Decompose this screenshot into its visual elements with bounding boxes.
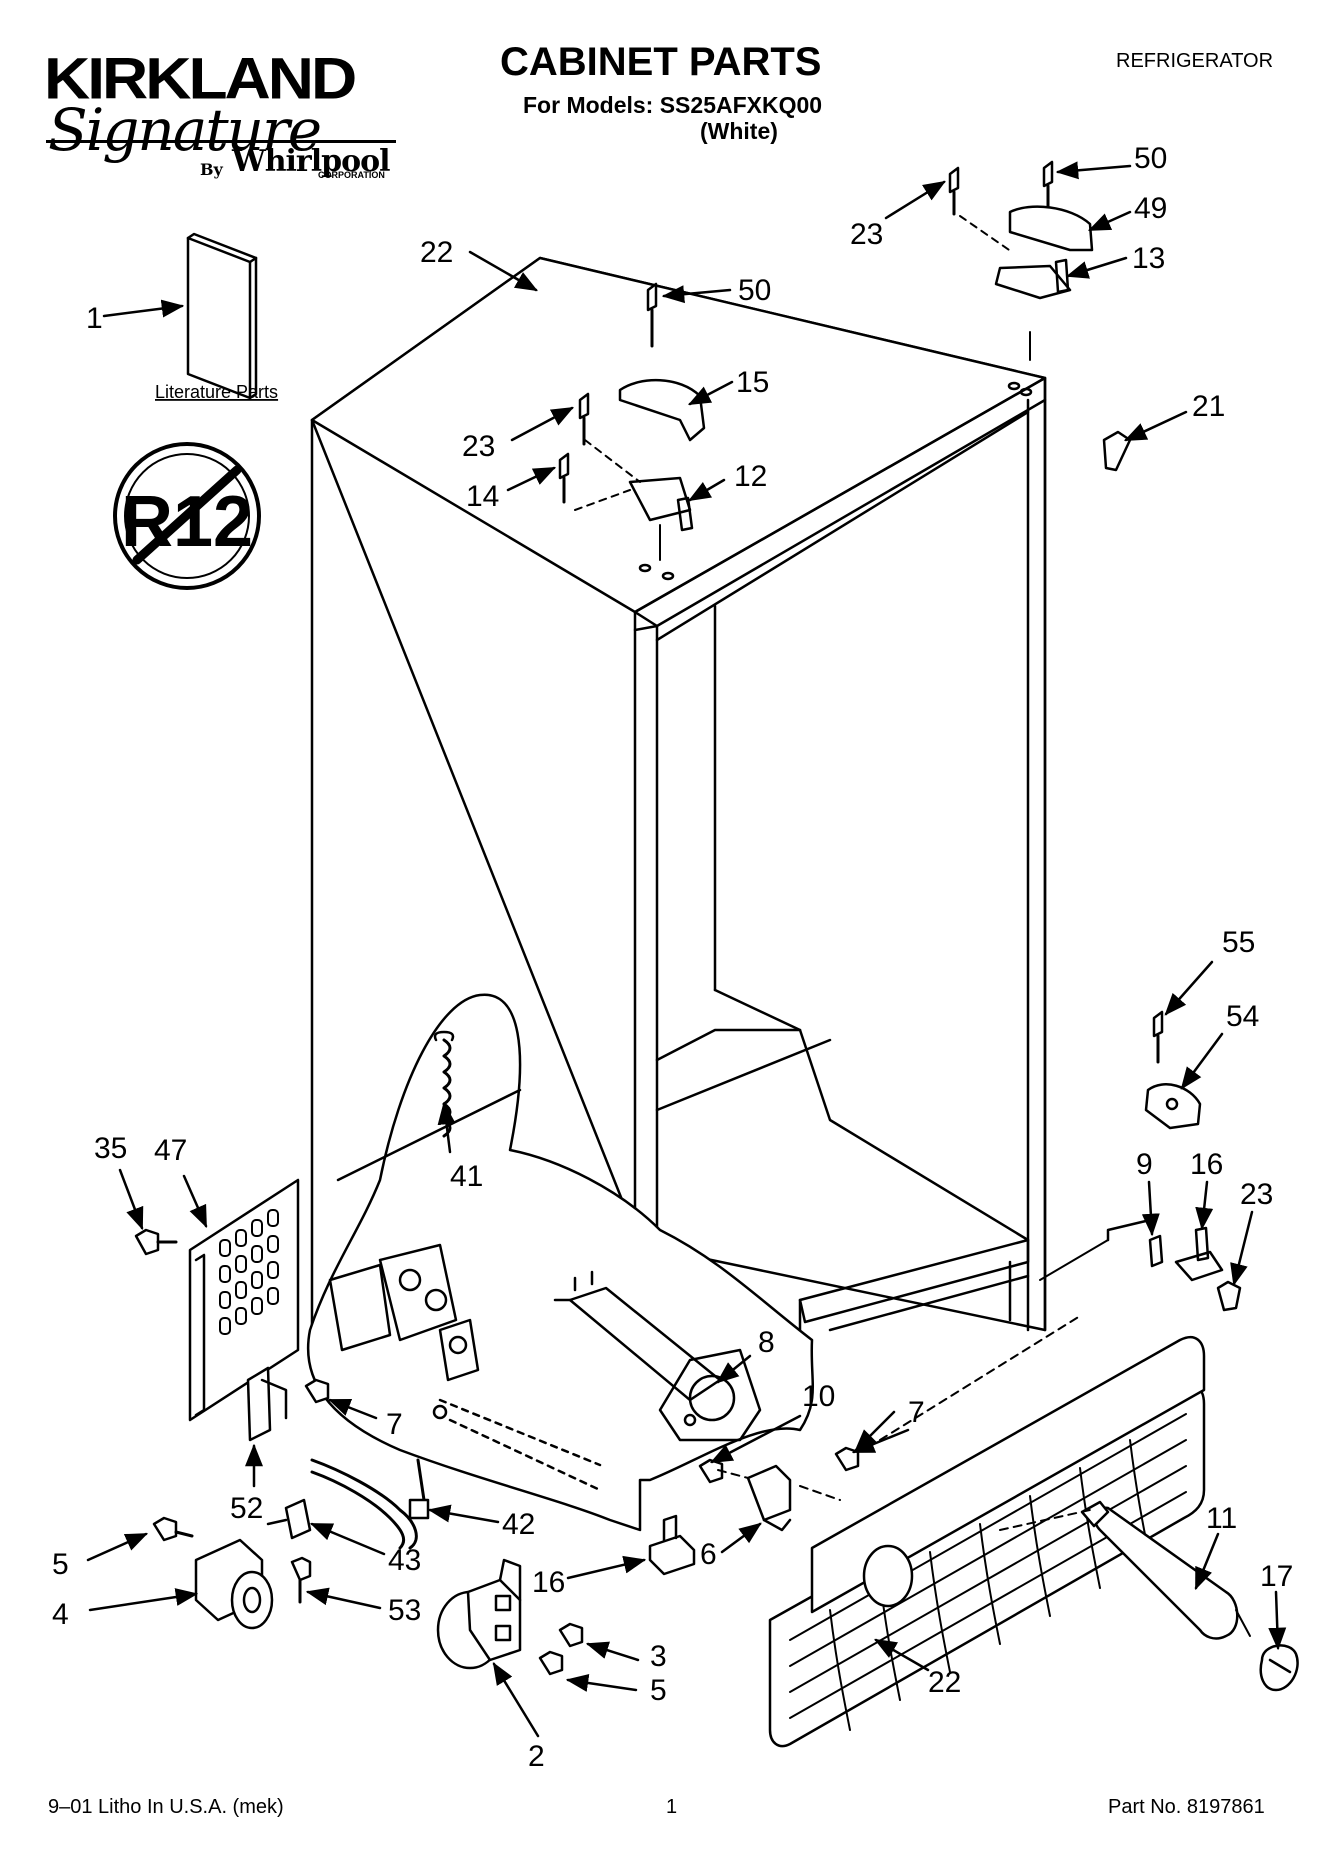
page-number: 1: [666, 1796, 678, 1818]
callout-43: 43: [388, 1544, 421, 1577]
callout-17: 17: [1260, 1560, 1293, 1593]
brand-by: By: [200, 160, 223, 179]
callout-14: 14: [466, 480, 499, 513]
callout-47: 47: [154, 1134, 187, 1167]
callout-50-left: 50: [738, 274, 771, 307]
callout-53: 53: [388, 1594, 421, 1627]
callout-13: 13: [1132, 242, 1165, 275]
plug-21: [1102, 430, 1132, 472]
callout-9: 9: [1136, 1148, 1153, 1181]
maker-logo: Whirlpool: [232, 144, 390, 179]
no-r12-badge: R12: [113, 442, 261, 590]
product-category: REFRIGERATOR: [1116, 50, 1274, 72]
callout-16-lower: 16: [532, 1566, 565, 1599]
callout-3: 3: [650, 1640, 667, 1673]
top-hinge-left: [558, 282, 706, 581]
callout-23-left: 23: [462, 430, 495, 463]
callout-23-right: 23: [850, 218, 883, 251]
callout-5-left: 5: [52, 1548, 69, 1581]
callout-22-cabinet: 22: [420, 236, 453, 269]
callout-16-right: 16: [1190, 1148, 1223, 1181]
brand-script: Signature: [48, 96, 322, 164]
drain-hose: [266, 1458, 430, 1604]
print-info: 9–01 Litho In U.S.A. (mek): [48, 1796, 284, 1818]
brand-divider: [46, 140, 396, 143]
callout-22-grille: 22: [928, 1666, 961, 1699]
r12-text: R12: [121, 482, 253, 562]
callout-55: 55: [1222, 926, 1255, 959]
front-roller: [436, 1558, 584, 1676]
callout-23-lower: 23: [1240, 1178, 1273, 1211]
callout-42: 42: [502, 1508, 535, 1541]
callout-5-right: 5: [650, 1674, 667, 1707]
rear-caster: [152, 1516, 274, 1630]
top-hinge-right: [948, 160, 1094, 397]
bracket-52: [246, 1366, 330, 1442]
lower-hinge-right: [1039, 1010, 1242, 1312]
callout-15: 15: [736, 366, 769, 399]
callout-12: 12: [734, 460, 767, 493]
callout-52: 52: [230, 1492, 263, 1525]
callout-2: 2: [528, 1740, 545, 1773]
clips-6-16: [648, 1446, 860, 1576]
cabinet-body: [310, 256, 1047, 1484]
callout-7-left: 7: [386, 1408, 403, 1441]
callout-4: 4: [52, 1598, 69, 1631]
page-title: CABINET PARTS: [500, 40, 822, 84]
model-subtitle: For Models: SS25AFXKQ00: [523, 92, 823, 118]
callout-1: 1: [86, 302, 103, 335]
callout-21: 21: [1192, 390, 1225, 423]
brand-logo: KIRKLAND: [44, 44, 357, 112]
machine-compartment-cutaway: [306, 993, 814, 1532]
callout-8: 8: [758, 1326, 775, 1359]
callout-41: 41: [450, 1160, 483, 1193]
callout-numbers: 22 1 50 15 23 14 12 23 50 49 13 21 55 54…: [52, 142, 1293, 1773]
literature-booklet: [186, 232, 258, 400]
callout-7-right: 7: [908, 1396, 925, 1429]
callout-10: 10: [802, 1380, 835, 1413]
callout-11: 11: [1206, 1502, 1237, 1535]
callout-49: 49: [1134, 192, 1167, 225]
leader-lines: [86, 161, 1287, 1738]
literature-parts-label: Literature Parts: [155, 382, 278, 402]
callout-35: 35: [94, 1132, 127, 1165]
callout-50-right: 50: [1134, 142, 1167, 175]
callout-54: 54: [1226, 1000, 1259, 1033]
callout-6: 6: [700, 1538, 717, 1571]
maker-corp: CORPORATION: [318, 170, 385, 180]
rear-access-panel: [134, 1178, 300, 1422]
part-number: Part No. 8197861: [1108, 1796, 1265, 1818]
model-variant: (White): [700, 118, 778, 144]
